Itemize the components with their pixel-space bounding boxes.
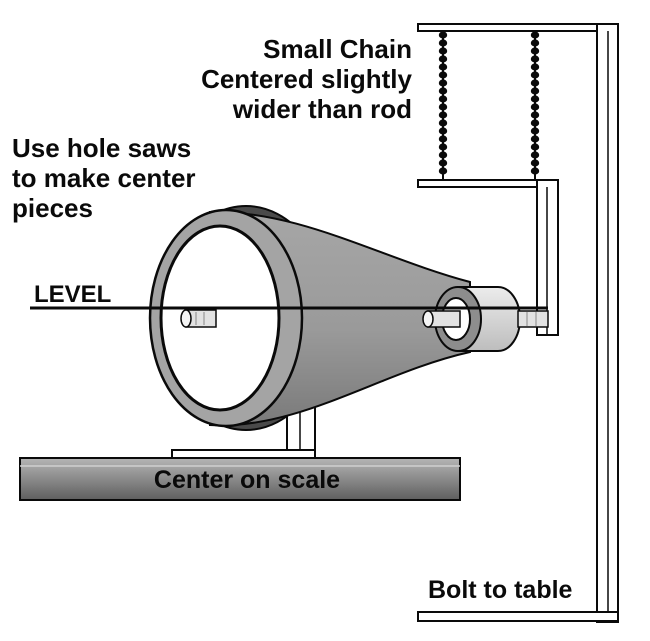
chain-bead <box>438 39 448 47</box>
chain-bead <box>530 143 540 151</box>
chain-bead <box>438 87 448 95</box>
chain-bead <box>530 159 540 167</box>
chain-bead <box>438 119 448 127</box>
bolt-to-table-label: Bolt to table <box>428 576 573 604</box>
chain-bead <box>530 95 540 103</box>
chain-bead <box>438 31 448 39</box>
chain-bead <box>438 55 448 63</box>
chain-bead <box>530 119 540 127</box>
small-chain-label-line-1: Small Chain <box>263 34 412 64</box>
chain-bead <box>530 167 540 175</box>
chain-bead <box>438 71 448 79</box>
chain-bead <box>438 151 448 159</box>
big-end-pin <box>180 309 217 328</box>
chain-bead <box>438 103 448 111</box>
small-end-pin <box>422 310 549 328</box>
level-label: LEVEL <box>34 281 112 308</box>
chain-bead <box>530 63 540 71</box>
chain-bead <box>438 63 448 71</box>
chain-bead <box>438 167 448 175</box>
small-chain-left <box>438 31 448 180</box>
chain-bead <box>438 111 448 119</box>
table-bracket <box>417 23 619 623</box>
chain-bead <box>530 55 540 63</box>
chain-bead <box>530 111 540 119</box>
chain-bead <box>530 31 540 39</box>
small-chain-label: Small Chain Centered slightly wider than… <box>180 34 412 124</box>
small-chain-right <box>530 31 540 180</box>
hole-saw-label-line-3: pieces <box>12 193 93 224</box>
chain-bead <box>530 87 540 95</box>
chain-bead <box>530 135 540 143</box>
scale-label: Center on scale <box>153 466 341 494</box>
chain-bead <box>438 127 448 135</box>
hanging-bracket <box>417 179 559 336</box>
small-chain-label-line-2: Centered slightly <box>201 64 412 95</box>
connecting-rod <box>148 205 471 431</box>
hole-saw-label: Use hole saws to make center pieces <box>12 133 196 223</box>
chain-bead <box>530 39 540 47</box>
chain-bead <box>438 143 448 151</box>
chain-bead <box>530 71 540 79</box>
small-chain-label-line-3: wider than rod <box>232 94 412 125</box>
chain-bead <box>438 47 448 55</box>
scale-platform <box>19 457 461 501</box>
chain-bead <box>530 127 540 135</box>
chain-bead <box>530 151 540 159</box>
chain-bead <box>438 79 448 87</box>
chain-bead <box>438 135 448 143</box>
chain-bead <box>530 79 540 87</box>
chain-bead <box>530 103 540 111</box>
chain-bead <box>438 95 448 103</box>
chain-bead <box>530 47 540 55</box>
chain-bead <box>438 159 448 167</box>
hole-saw-label-line-2: to make center <box>12 163 196 194</box>
hole-saw-label-line-1: Use hole saws <box>12 133 192 163</box>
